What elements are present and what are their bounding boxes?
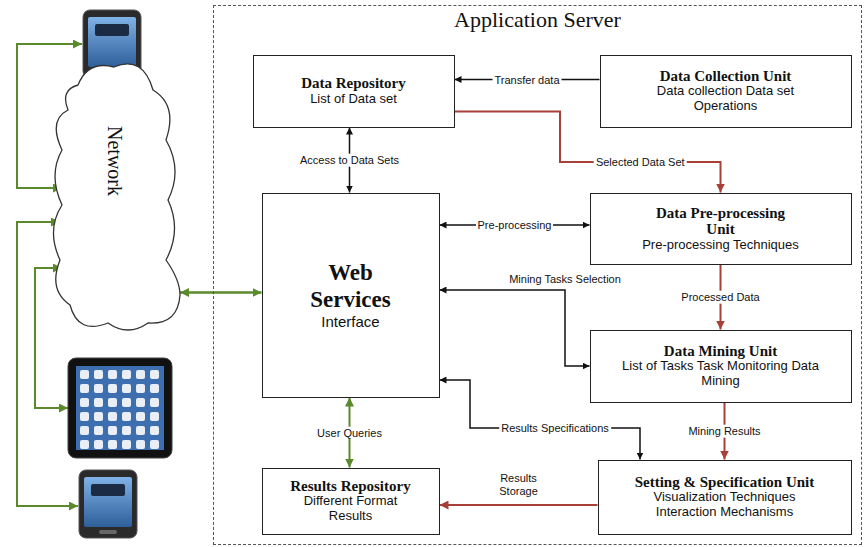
box-heading: Data Mining Unit xyxy=(664,343,777,360)
box-heading: Data Pre-processing Unit xyxy=(641,205,801,238)
connector xyxy=(180,291,262,294)
box-body: Data collection Data set Operations xyxy=(651,84,801,114)
cloud-label: Network xyxy=(103,126,126,196)
box-body: Pre-processing Techniques xyxy=(642,238,799,253)
box-body: List of Tasks Task Monitoring Data Minin… xyxy=(621,359,821,389)
unit-box: Data Mining UnitList of Tasks Task Monit… xyxy=(590,330,852,403)
unit-box: Data Collection UnitData collection Data… xyxy=(600,55,852,128)
box-heading: Results Repository xyxy=(290,478,410,495)
connector-label: Mining Results xyxy=(686,425,762,438)
repository-box: Results RepositoryDifferent Format Resul… xyxy=(262,468,440,535)
box-body: Different Format Results xyxy=(286,494,416,524)
connector-label: Selected Data Set xyxy=(594,156,687,169)
connector-label: Access to Data Sets xyxy=(298,154,401,167)
connector-label: Results Specifications xyxy=(499,422,611,435)
box-body: Interface xyxy=(321,313,379,330)
unit-box: Setting & Specification UnitVisualizatio… xyxy=(598,460,852,535)
connector-layer xyxy=(180,80,725,506)
interface-box: Web ServicesInterface xyxy=(262,193,440,398)
region-title: Application Server xyxy=(214,6,861,33)
box-heading: Web Services xyxy=(296,260,406,313)
box-body: Visualization Techniques Interaction Mec… xyxy=(625,490,825,520)
connector-label: Pre-processing xyxy=(476,219,554,232)
connector-label: Processed Data xyxy=(679,291,761,304)
phone-illustration xyxy=(79,470,137,538)
box-heading: Data Collection Unit xyxy=(660,68,792,85)
connector-label: User Queries xyxy=(315,426,384,439)
unit-box: Data Pre-processing UnitPre-processing T… xyxy=(590,193,852,265)
connector xyxy=(440,504,598,506)
box-body: List of Data set xyxy=(310,92,397,107)
connector-label: Results Storage xyxy=(491,472,547,497)
repository-box: Data RepositoryList of Data set xyxy=(253,55,455,128)
cloud-shape xyxy=(53,64,180,330)
connector-label: Mining Tasks Selection xyxy=(507,273,623,286)
box-heading: Data Repository xyxy=(301,75,406,92)
box-heading: Setting & Specification Unit xyxy=(635,474,815,491)
network-cloud: Network xyxy=(48,55,180,335)
connector xyxy=(440,290,590,366)
tablet-illustration xyxy=(68,358,172,458)
connector-label: Transfer data xyxy=(492,73,561,86)
